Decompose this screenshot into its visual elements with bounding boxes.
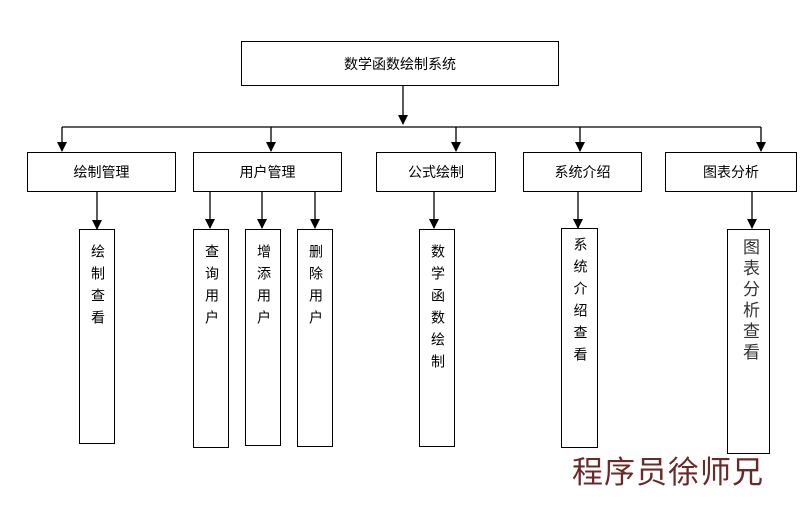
watermark-text: 程序员徐师兄: [572, 455, 764, 491]
leaf-label: 绘制查看: [89, 244, 105, 332]
leaf-draw-view: 绘制查看: [79, 229, 115, 444]
leaf-label: 增添用户: [255, 244, 271, 332]
leaf-label: 删除用户: [307, 244, 323, 332]
module-label: 系统介绍: [554, 165, 611, 181]
leaf-chart-analysis-view: 图表分析查看: [727, 229, 770, 454]
leaf-label: 数学函数绘制: [429, 244, 445, 376]
leaf-label: 查询用户: [203, 244, 219, 332]
leaf-label: 系统介绍查看: [571, 237, 588, 369]
leaf-add-user: 增添用户: [245, 229, 281, 446]
root-node: 数学函数绘制系统: [241, 41, 559, 86]
module-system-intro: 系统介绍: [523, 152, 642, 192]
module-label: 用户管理: [239, 165, 296, 181]
leaf-query-user: 查询用户: [193, 229, 229, 448]
module-label: 公式绘制: [408, 165, 464, 181]
root-label: 数学函数绘制系统: [344, 56, 456, 73]
leaf-delete-user: 删除用户: [297, 229, 333, 447]
leaf-label: 图表分析查看: [739, 238, 759, 364]
module-label: 图表分析: [703, 165, 759, 181]
leaf-system-intro-view: 系统介绍查看: [561, 228, 598, 448]
module-user-management: 用户管理: [193, 152, 342, 192]
module-label: 绘制管理: [73, 165, 130, 181]
leaf-math-function-drawing: 数学函数绘制: [419, 229, 455, 447]
module-draw-management: 绘制管理: [27, 152, 176, 192]
module-formula-drawing: 公式绘制: [376, 152, 496, 192]
module-chart-analysis: 图表分析: [665, 152, 797, 192]
